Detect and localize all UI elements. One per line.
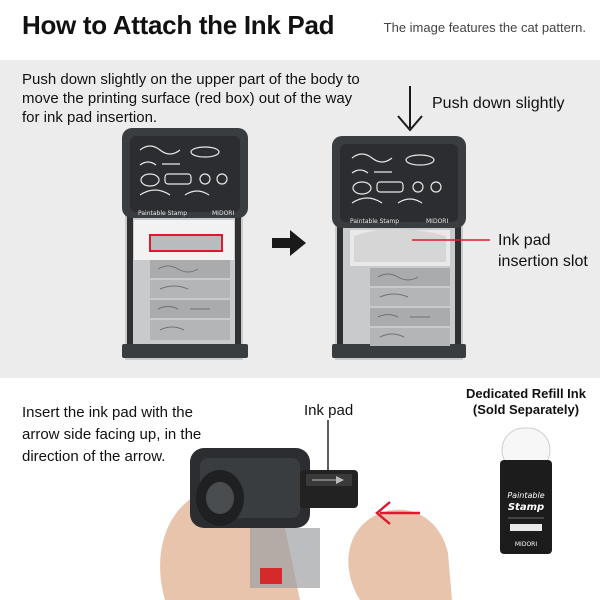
stamp-before-label: Paintable Stamp (138, 210, 187, 217)
step2-illustration: Paintable Stamp MIDORI (160, 420, 552, 600)
refill-title-line1: Dedicated Refill Ink (466, 386, 586, 401)
stamp-before: Paintable Stamp MIDORI (122, 128, 248, 360)
bottle-line1: Paintable (507, 491, 544, 500)
step1-illustration: Paintable Stamp MIDORI (122, 86, 490, 360)
refill-title-line2: (Sold Separately) (472, 402, 580, 417)
bottle-line2: Stamp (508, 502, 544, 513)
step1-instruction: Push down slightly on the upper part of … (22, 71, 360, 126)
step1-panel: Push down slightly on the upper part of … (0, 60, 600, 378)
printing-surface-highlight (149, 234, 223, 252)
push-down-label: Push down slightly (432, 95, 565, 112)
stamp-after-label: Paintable Stamp (350, 218, 399, 225)
refill-bottle: Paintable Stamp MIDORI (500, 427, 552, 554)
stamp-after: Paintable Stamp MIDORI (332, 136, 490, 360)
pattern-note: The image features the cat pattern. (383, 20, 586, 35)
right-arrow-icon (272, 230, 306, 256)
down-arrow-icon (397, 86, 423, 132)
insertion-slot-label: Ink pad insertion slot (498, 230, 588, 272)
insertion-slot-label-line1: Ink pad (498, 232, 551, 249)
step2-panel: Paintable Stamp MIDORI Insert the ink pa… (0, 378, 600, 600)
stamp-sideways (190, 448, 320, 588)
ink-pad (300, 470, 358, 508)
stamp-before-brand: MIDORI (212, 210, 234, 217)
bottle-brand: MIDORI (515, 541, 537, 548)
insertion-slot-label-line2: insertion slot (498, 253, 588, 270)
stamp-after-brand: MIDORI (426, 218, 448, 225)
page-title: How to Attach the Ink Pad (22, 10, 335, 40)
refill-title: Dedicated Refill Ink (Sold Separately) (452, 386, 600, 418)
left-arrow-icon (375, 501, 420, 525)
step2-instruction: Insert the ink pad with the arrow side f… (22, 404, 202, 465)
right-hand (348, 509, 452, 600)
inkpad-label: Ink pad (304, 402, 354, 419)
